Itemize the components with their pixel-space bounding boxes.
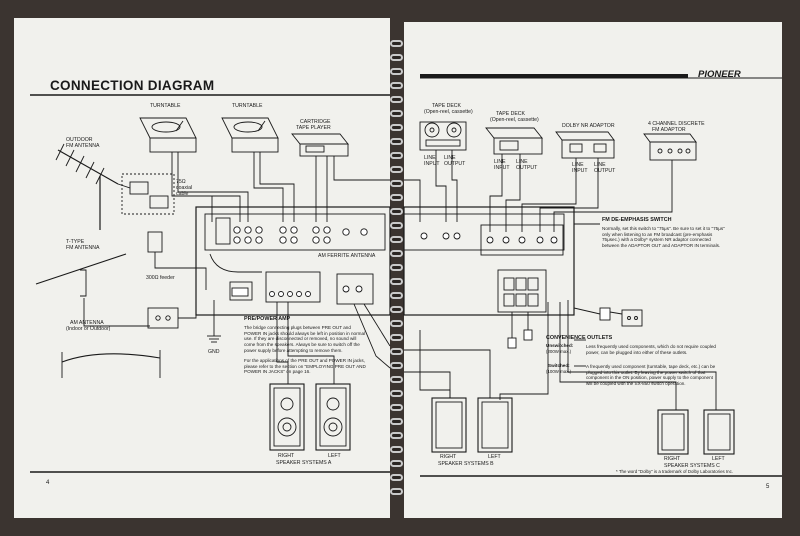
section-body-pre-power: The bridge connecting plugs between PRE … [244, 325, 366, 353]
switched-label: Switched: [548, 363, 570, 368]
am-antenna [61, 302, 197, 378]
label-cartridge: CARTRIDGE [300, 119, 331, 125]
brand-logo: PIONEER [698, 69, 741, 80]
outdoor-fm-antenna [55, 143, 119, 230]
power-outlet-plug [573, 307, 643, 327]
label-line-input-1: LINE [424, 155, 436, 161]
fm-switch-body: Normally, set this switch to "75μs". Be … [602, 226, 725, 249]
label-four-channel: 4 CHANNEL DISCRETE [648, 121, 705, 127]
unswitched-watts: (200W max.) [546, 349, 572, 354]
label-feeder: 300Ω feeder [146, 275, 175, 281]
speaker-b-right-label: RIGHT [440, 454, 457, 460]
label-line-input-3b: INPUT [572, 168, 588, 174]
unswitched-body: Less frequently used components, which d… [586, 344, 716, 355]
page-number-left: 4 [46, 480, 50, 486]
dolby-footnote: * The word "Dolby" is a trademark of Dol… [616, 469, 734, 474]
label-t-type-fm: FM ANTENNA [66, 245, 100, 251]
receiver-rear-panel [195, 206, 575, 316]
label-line-output-2b: OUTPUT [516, 165, 538, 171]
convenience-title: CONVENIENCE OUTLETS [546, 335, 613, 341]
label-line-output-1: LINE [444, 155, 456, 161]
turntable-1 [139, 117, 197, 153]
label-coax-1: 75Ω [176, 179, 186, 185]
speaker-c-right-label: RIGHT [664, 456, 681, 462]
speaker-c-caption: SPEAKER SYSTEMS C [664, 463, 720, 469]
label-am-antenna: AM ANTENNA [70, 320, 104, 326]
label-fm-adaptor: FM ADAPTOR [652, 127, 686, 133]
label-outdoor-fm: FM ANTENNA [66, 143, 100, 149]
label-tape-deck-1-sub: (Open-reel, cassette) [424, 109, 473, 115]
speaker-a-left-label: LEFT [328, 453, 341, 459]
label-line-input-2b: INPUT [494, 165, 510, 171]
tape-deck-cassette [485, 127, 543, 155]
speaker-a-right [269, 383, 305, 451]
t-type-fm-antenna [35, 231, 207, 327]
label-line-output-3b: OUTPUT [594, 168, 616, 174]
speaker-a-left [315, 383, 351, 451]
convenience-plugs [507, 312, 533, 349]
section-title-pre-power: PRE/POWER AMP [244, 316, 291, 322]
label-tape-deck-1: TAPE DECK [432, 103, 462, 109]
speaker-b-left [477, 397, 513, 453]
page-number-right: 5 [766, 484, 770, 490]
label-am-indoor: (Indoor or Outdoor) [66, 326, 111, 332]
speaker-c-right [657, 409, 689, 455]
label-am-ferrite: AM FERRITE ANTENNA [318, 253, 376, 259]
switched-body: A frequently used component (turntable, … [586, 364, 716, 387]
speaker-b-caption: SPEAKER SYSTEMS B [438, 461, 494, 467]
label-turntable-1: TURNTABLE [150, 103, 181, 109]
label-dolby: DOLBY NR ADAPTOR [562, 123, 615, 129]
right-page [404, 22, 782, 518]
label-tape-deck-2: TAPE DECK [496, 111, 526, 117]
label-tape-player: TAPE PLAYER [296, 125, 331, 131]
page-title: CONNECTION DIAGRAM [50, 78, 215, 93]
ground-symbol [207, 300, 221, 343]
rear-jacks [233, 226, 461, 244]
speaker-a-caption: SPEAKER SYSTEMS A [276, 460, 332, 466]
label-line-input-2: LINE [494, 159, 506, 165]
dolby-nr-adaptor [555, 131, 615, 159]
label-line-output-2: LINE [516, 159, 528, 165]
speaker-b-left-label: LEFT [488, 454, 501, 460]
switched-watts: (100W max.) [546, 369, 572, 374]
label-line-output-1b: OUTPUT [444, 161, 466, 167]
section-body-pre-power-2: For the applications of the PRE OUT and … [244, 358, 366, 375]
speaker-b-right [431, 397, 467, 453]
label-gnd: GND [208, 349, 220, 355]
tape-deck-reel [419, 121, 467, 151]
fm-switch-title: FM DE-EMPHASIS SWITCH [602, 217, 672, 223]
rear-terminal-blocks [215, 217, 564, 313]
label-outdoor: OUTDOOR [66, 137, 93, 143]
label-coax-3: cable [176, 191, 189, 197]
label-line-output-3: LINE [594, 162, 606, 168]
four-channel-fm-adaptor [643, 133, 697, 161]
label-coax-2: coaxial [176, 185, 193, 191]
label-line-input-1b: INPUT [424, 161, 440, 167]
label-turntable-2: TURNTABLE [232, 103, 263, 109]
label-line-input-3: LINE [572, 162, 584, 168]
unswitched-label: Unswitched: [546, 343, 574, 348]
speaker-c-left [703, 409, 735, 455]
speaker-c-left-label: LEFT [712, 456, 725, 462]
antenna-terminal-box [117, 173, 213, 222]
label-tape-deck-2-sub: (Open-reel, cassette) [490, 117, 539, 123]
turntable-2 [221, 117, 279, 153]
speaker-a-right-label: RIGHT [278, 453, 295, 459]
label-t-type: T-TYPE [66, 239, 85, 245]
cartridge-tape-player [291, 133, 349, 157]
